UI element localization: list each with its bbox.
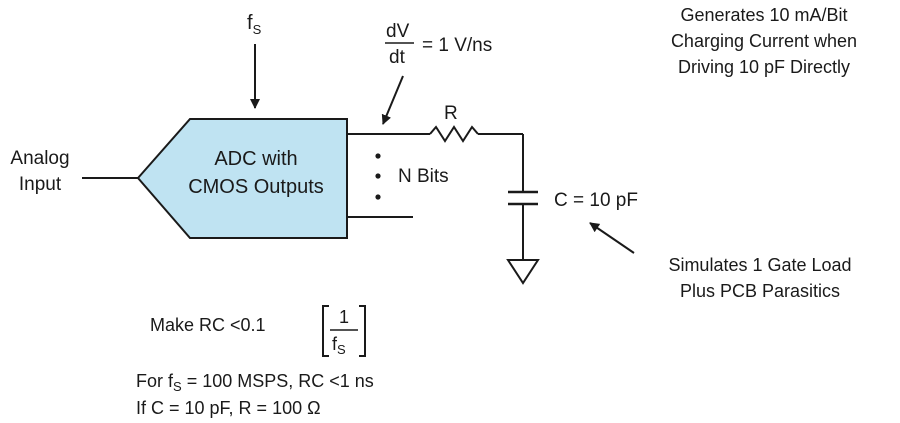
bit-dot	[375, 194, 381, 200]
capacitor-label: C = 10 pF	[554, 190, 638, 211]
slew-value-label: = 1 V/ns	[422, 35, 492, 56]
adc-label-line2: CMOS Outputs	[188, 176, 324, 198]
fs-label: fS	[247, 12, 262, 37]
make-rc-label: Make RC <0.1	[150, 315, 266, 335]
analog-input-label-line2: Input	[19, 174, 62, 195]
charging-note-line2: Charging Current when	[671, 31, 857, 51]
bit-dot	[375, 173, 381, 179]
simulates-load-arrow	[589, 222, 635, 254]
charging-note-line1: Generates 10 mA/Bit	[680, 5, 847, 25]
condition-line2: If C = 10 pF, R = 100 Ω	[136, 398, 321, 418]
adc-label-line1: ADC with	[214, 148, 297, 170]
formula-bracket-left	[322, 305, 329, 357]
charging-note-line3: Driving 10 pF Directly	[678, 57, 850, 77]
adc-block	[136, 118, 348, 239]
formula-denominator: fS	[332, 334, 346, 357]
condition-line1: For fS = 100 MSPS, RC <1 ns	[136, 371, 374, 394]
dt-label: dt	[389, 47, 406, 68]
simulates-note-line1: Simulates 1 Gate Load	[668, 255, 851, 275]
resistor-symbol	[429, 125, 479, 143]
analog-input-label-line1: Analog	[10, 148, 69, 169]
ground-symbol	[506, 259, 540, 285]
dv-label: dV	[386, 21, 410, 42]
formula-bracket-right	[359, 305, 366, 357]
simulates-note-line2: Plus PCB Parasitics	[680, 281, 840, 301]
bit-dot	[375, 153, 381, 159]
slew-rate-arrow	[381, 75, 404, 125]
resistor-label: R	[444, 103, 458, 124]
formula-numerator: 1	[339, 307, 349, 327]
n-bits-label: N Bits	[398, 166, 449, 187]
